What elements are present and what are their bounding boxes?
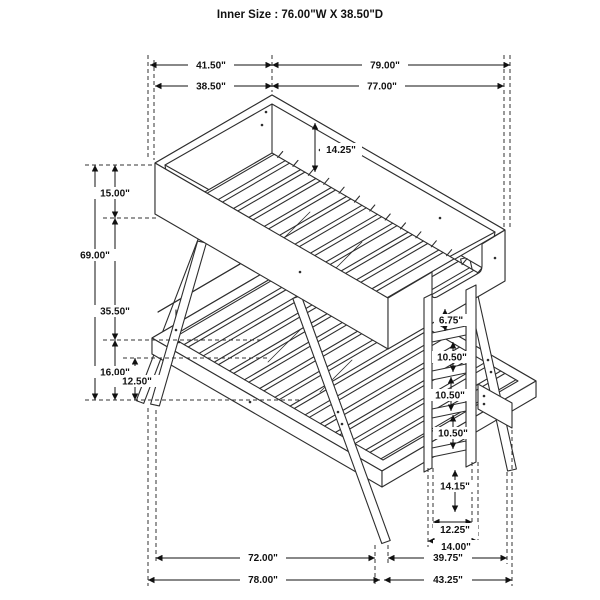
dim-label-top-length-outer: 79.00" xyxy=(370,61,400,72)
dim-label-rung-gap-1: 10.50" xyxy=(437,353,467,364)
dim-label-top-width-outer: 41.50" xyxy=(196,61,226,72)
dim-label-bottom-length-outer: 78.00" xyxy=(248,575,278,586)
diagram-title: Inner Size : 76.00"W X 38.50"D xyxy=(217,9,383,21)
dim-label-height-total: 69.00" xyxy=(80,251,110,262)
dim-label-ladder-width-inner: 12.25" xyxy=(440,525,470,536)
dim-label-rung-gap-2: 10.50" xyxy=(435,391,465,402)
dim-label-bottom-width-front: 39.75" xyxy=(433,553,463,564)
dim-label-ladder-width-outer: 14.00" xyxy=(441,542,471,553)
ladder xyxy=(423,284,477,473)
top-bunk xyxy=(154,94,506,350)
bed-drawing xyxy=(135,94,537,545)
dim-label-rung-gap-3: 10.50" xyxy=(438,429,468,440)
dimension-labels: Inner Size : 76.00"W X 38.50"D 41.50" 79… xyxy=(72,9,479,586)
dim-label-top-width-inner: 38.50" xyxy=(196,82,226,93)
dim-label-bunk-clearance: 35.50" xyxy=(100,307,130,318)
foot-front-leg xyxy=(292,294,391,545)
ladder-rung xyxy=(431,325,467,343)
ladder-right-rail xyxy=(465,284,477,468)
ladder-left-rail xyxy=(423,293,433,473)
dim-label-bottom-frame-height: 16.00" xyxy=(100,368,130,379)
side-bracket xyxy=(477,383,513,429)
dim-label-ladder-floor-gap: 14.15" xyxy=(440,482,470,493)
extension-lines xyxy=(85,55,513,586)
dim-label-top-length-inner: 77.00" xyxy=(367,82,397,93)
dim-label-bottom-width-outer: 43.25" xyxy=(433,575,463,586)
dim-label-bottom-length-inner: 72.00" xyxy=(248,553,278,564)
dim-label-rail-to-slat: 14.25" xyxy=(326,145,356,156)
dim-label-top-rail-height: 15.00" xyxy=(100,189,130,200)
head-front-leg xyxy=(150,240,207,407)
dim-label-under-bed-clearance: 12.50" xyxy=(122,377,152,388)
dim-label-ladder-top-gap: 6.75" xyxy=(439,316,463,327)
